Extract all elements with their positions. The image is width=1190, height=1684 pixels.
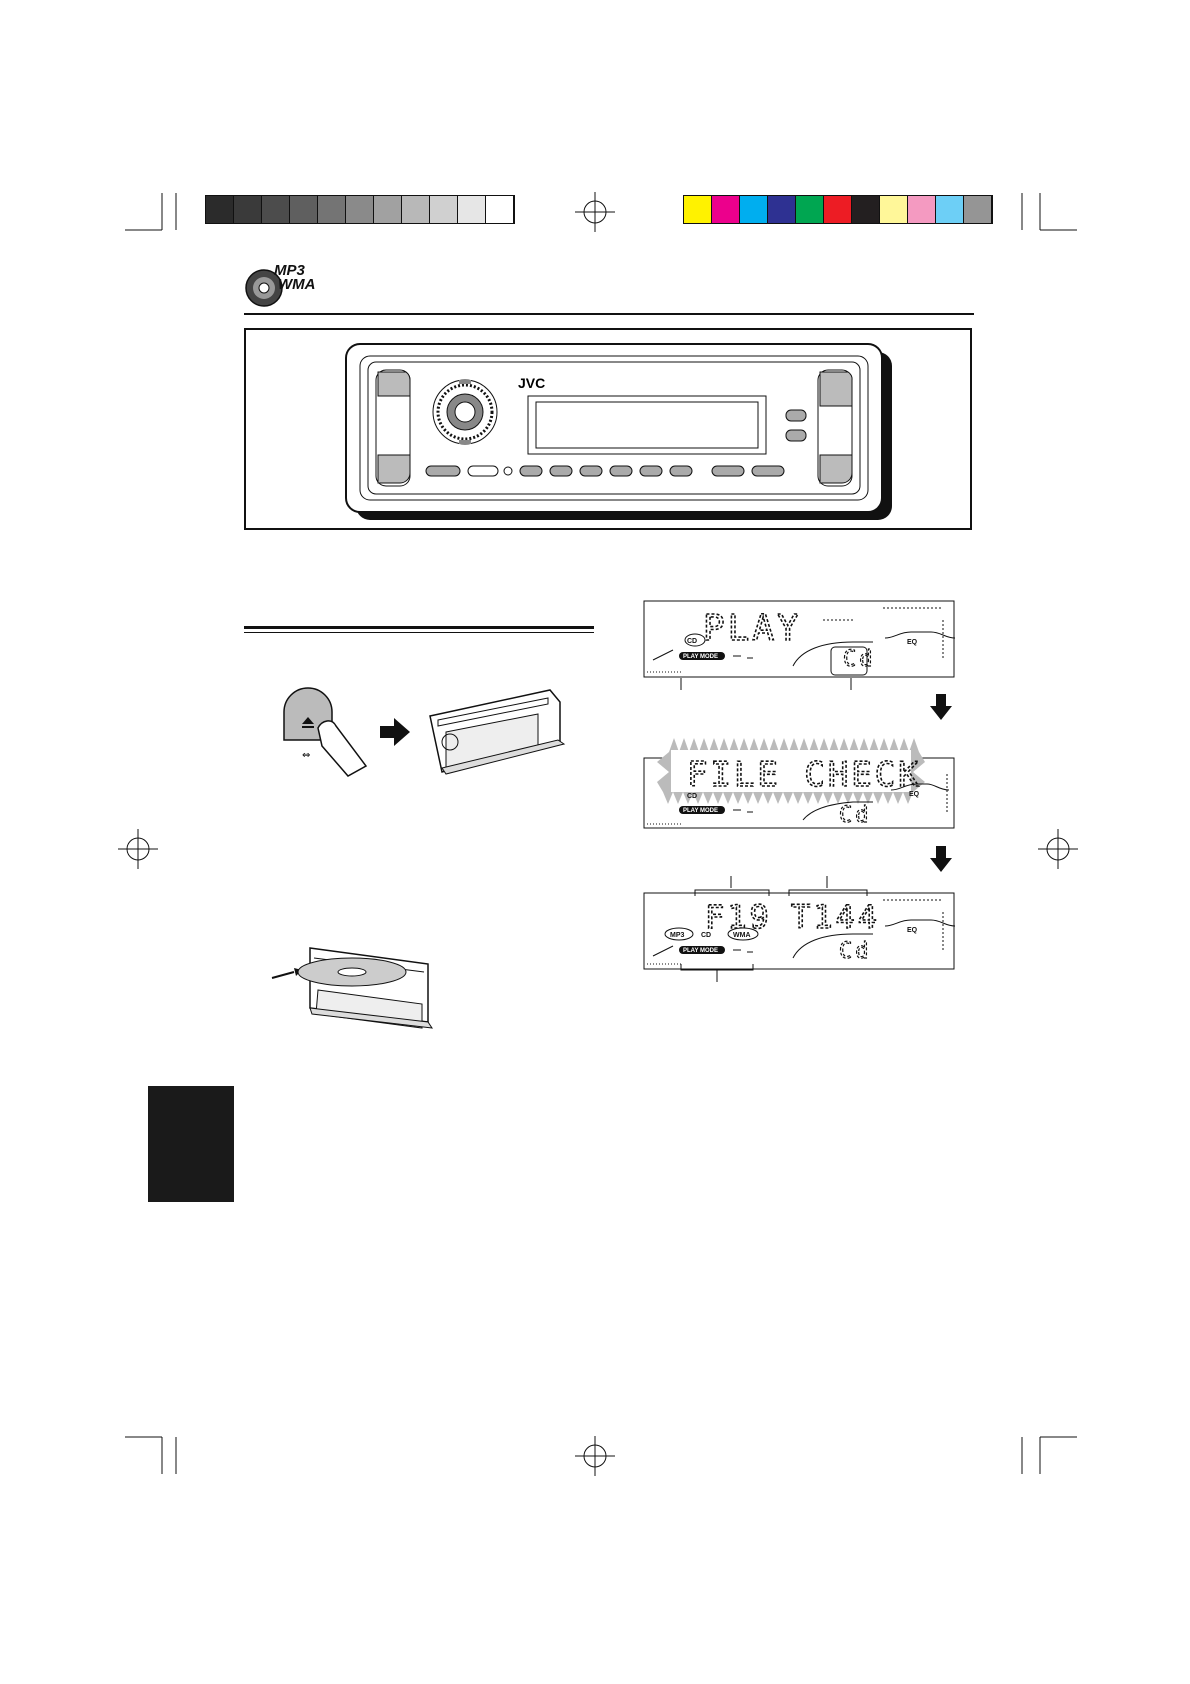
gray-swatch: [262, 196, 290, 223]
svg-text:⇔: ⇔: [302, 750, 310, 761]
down-arrow-icon: [930, 846, 952, 872]
insert-arrow-icon: [271, 968, 302, 979]
mp3-wma-logo: MP3 WMA: [244, 262, 324, 308]
color-swatch: [852, 196, 880, 223]
section-rule: [244, 626, 594, 629]
gray-swatch: [402, 196, 430, 223]
mp3-indicator: MP3: [670, 932, 685, 939]
cd-segment-glyph: Cd: [839, 803, 872, 828]
display-main-text: PLAY: [703, 608, 802, 649]
eq-label: EQ: [907, 639, 918, 646]
section-rule-thin: [244, 632, 594, 633]
register-target-left: [118, 829, 158, 869]
lcd-display-play: PLAY EQ CD PLAY MODE Cd: [643, 600, 955, 678]
register-target-right: [1038, 829, 1078, 869]
side-tab: [148, 1086, 234, 1202]
color-swatch: [880, 196, 908, 223]
gray-swatch: [374, 196, 402, 223]
register-target-bottom: [575, 1436, 615, 1476]
play-mode-indicator: PLAY MODE: [683, 948, 718, 954]
disc-icon: [245, 269, 283, 307]
eq-label: EQ: [907, 927, 918, 934]
color-swatch: [936, 196, 964, 223]
display-main-text: FILE CHECK: [687, 755, 922, 795]
brand-label: JVC: [518, 375, 545, 391]
flashing-burst: [657, 738, 925, 804]
cd-segment-glyph: Cd: [839, 939, 872, 964]
eq-label: EQ: [909, 791, 920, 798]
gray-swatch: [318, 196, 346, 223]
header-rule: [244, 313, 974, 315]
color-swatch: [712, 196, 740, 223]
gray-swatch: [430, 196, 458, 223]
eject-icon: [302, 717, 314, 728]
right-arrow-icon: [380, 718, 410, 746]
color-step-bar: [683, 195, 993, 224]
color-swatch: [964, 196, 992, 223]
cd-indicator: CD: [687, 793, 697, 800]
gray-swatch: [458, 196, 486, 223]
color-swatch: [768, 196, 796, 223]
gray-swatch: [290, 196, 318, 223]
register-target-top: [575, 192, 615, 232]
play-mode-indicator: PLAY MODE: [683, 808, 718, 814]
wma-indicator: WMA: [733, 932, 751, 939]
leader-lines-1: [680, 678, 852, 690]
gray-swatch: [206, 196, 234, 223]
color-swatch: [824, 196, 852, 223]
cd-indicator: CD: [687, 638, 697, 645]
color-swatch: [740, 196, 768, 223]
gray-swatch: [234, 196, 262, 223]
lcd-display-folder-track: F19 T144 EQ MP3 CD WMA PLAY MODE Cd: [643, 892, 955, 970]
gray-swatch: [346, 196, 374, 223]
insert-disc-illustration: [271, 947, 434, 1029]
gray-swatch: [486, 196, 514, 223]
play-mode-indicator: PLAY MODE: [683, 654, 718, 660]
color-swatch: [684, 196, 712, 223]
head-unit-panel: JVC: [244, 328, 972, 530]
down-arrow-icon: [930, 694, 952, 720]
gray-step-bar: [205, 195, 515, 224]
leader-lines-3-bottom: [680, 964, 754, 982]
eject-illustration: ⇔: [283, 687, 566, 777]
color-swatch: [908, 196, 936, 223]
logo-mp3-text: MP3: [274, 262, 305, 279]
head-unit-illustration: JVC: [345, 343, 892, 520]
cd-indicator: CD: [701, 932, 711, 939]
logo-wma-text: WMA: [278, 276, 316, 293]
lcd-display-file-check: FILE CHECK EQ CD PLAY MODE Cd: [643, 734, 955, 830]
track-number-text: T144: [791, 898, 880, 936]
color-swatch: [796, 196, 824, 223]
cd-segment-glyph: Cd: [843, 647, 876, 672]
